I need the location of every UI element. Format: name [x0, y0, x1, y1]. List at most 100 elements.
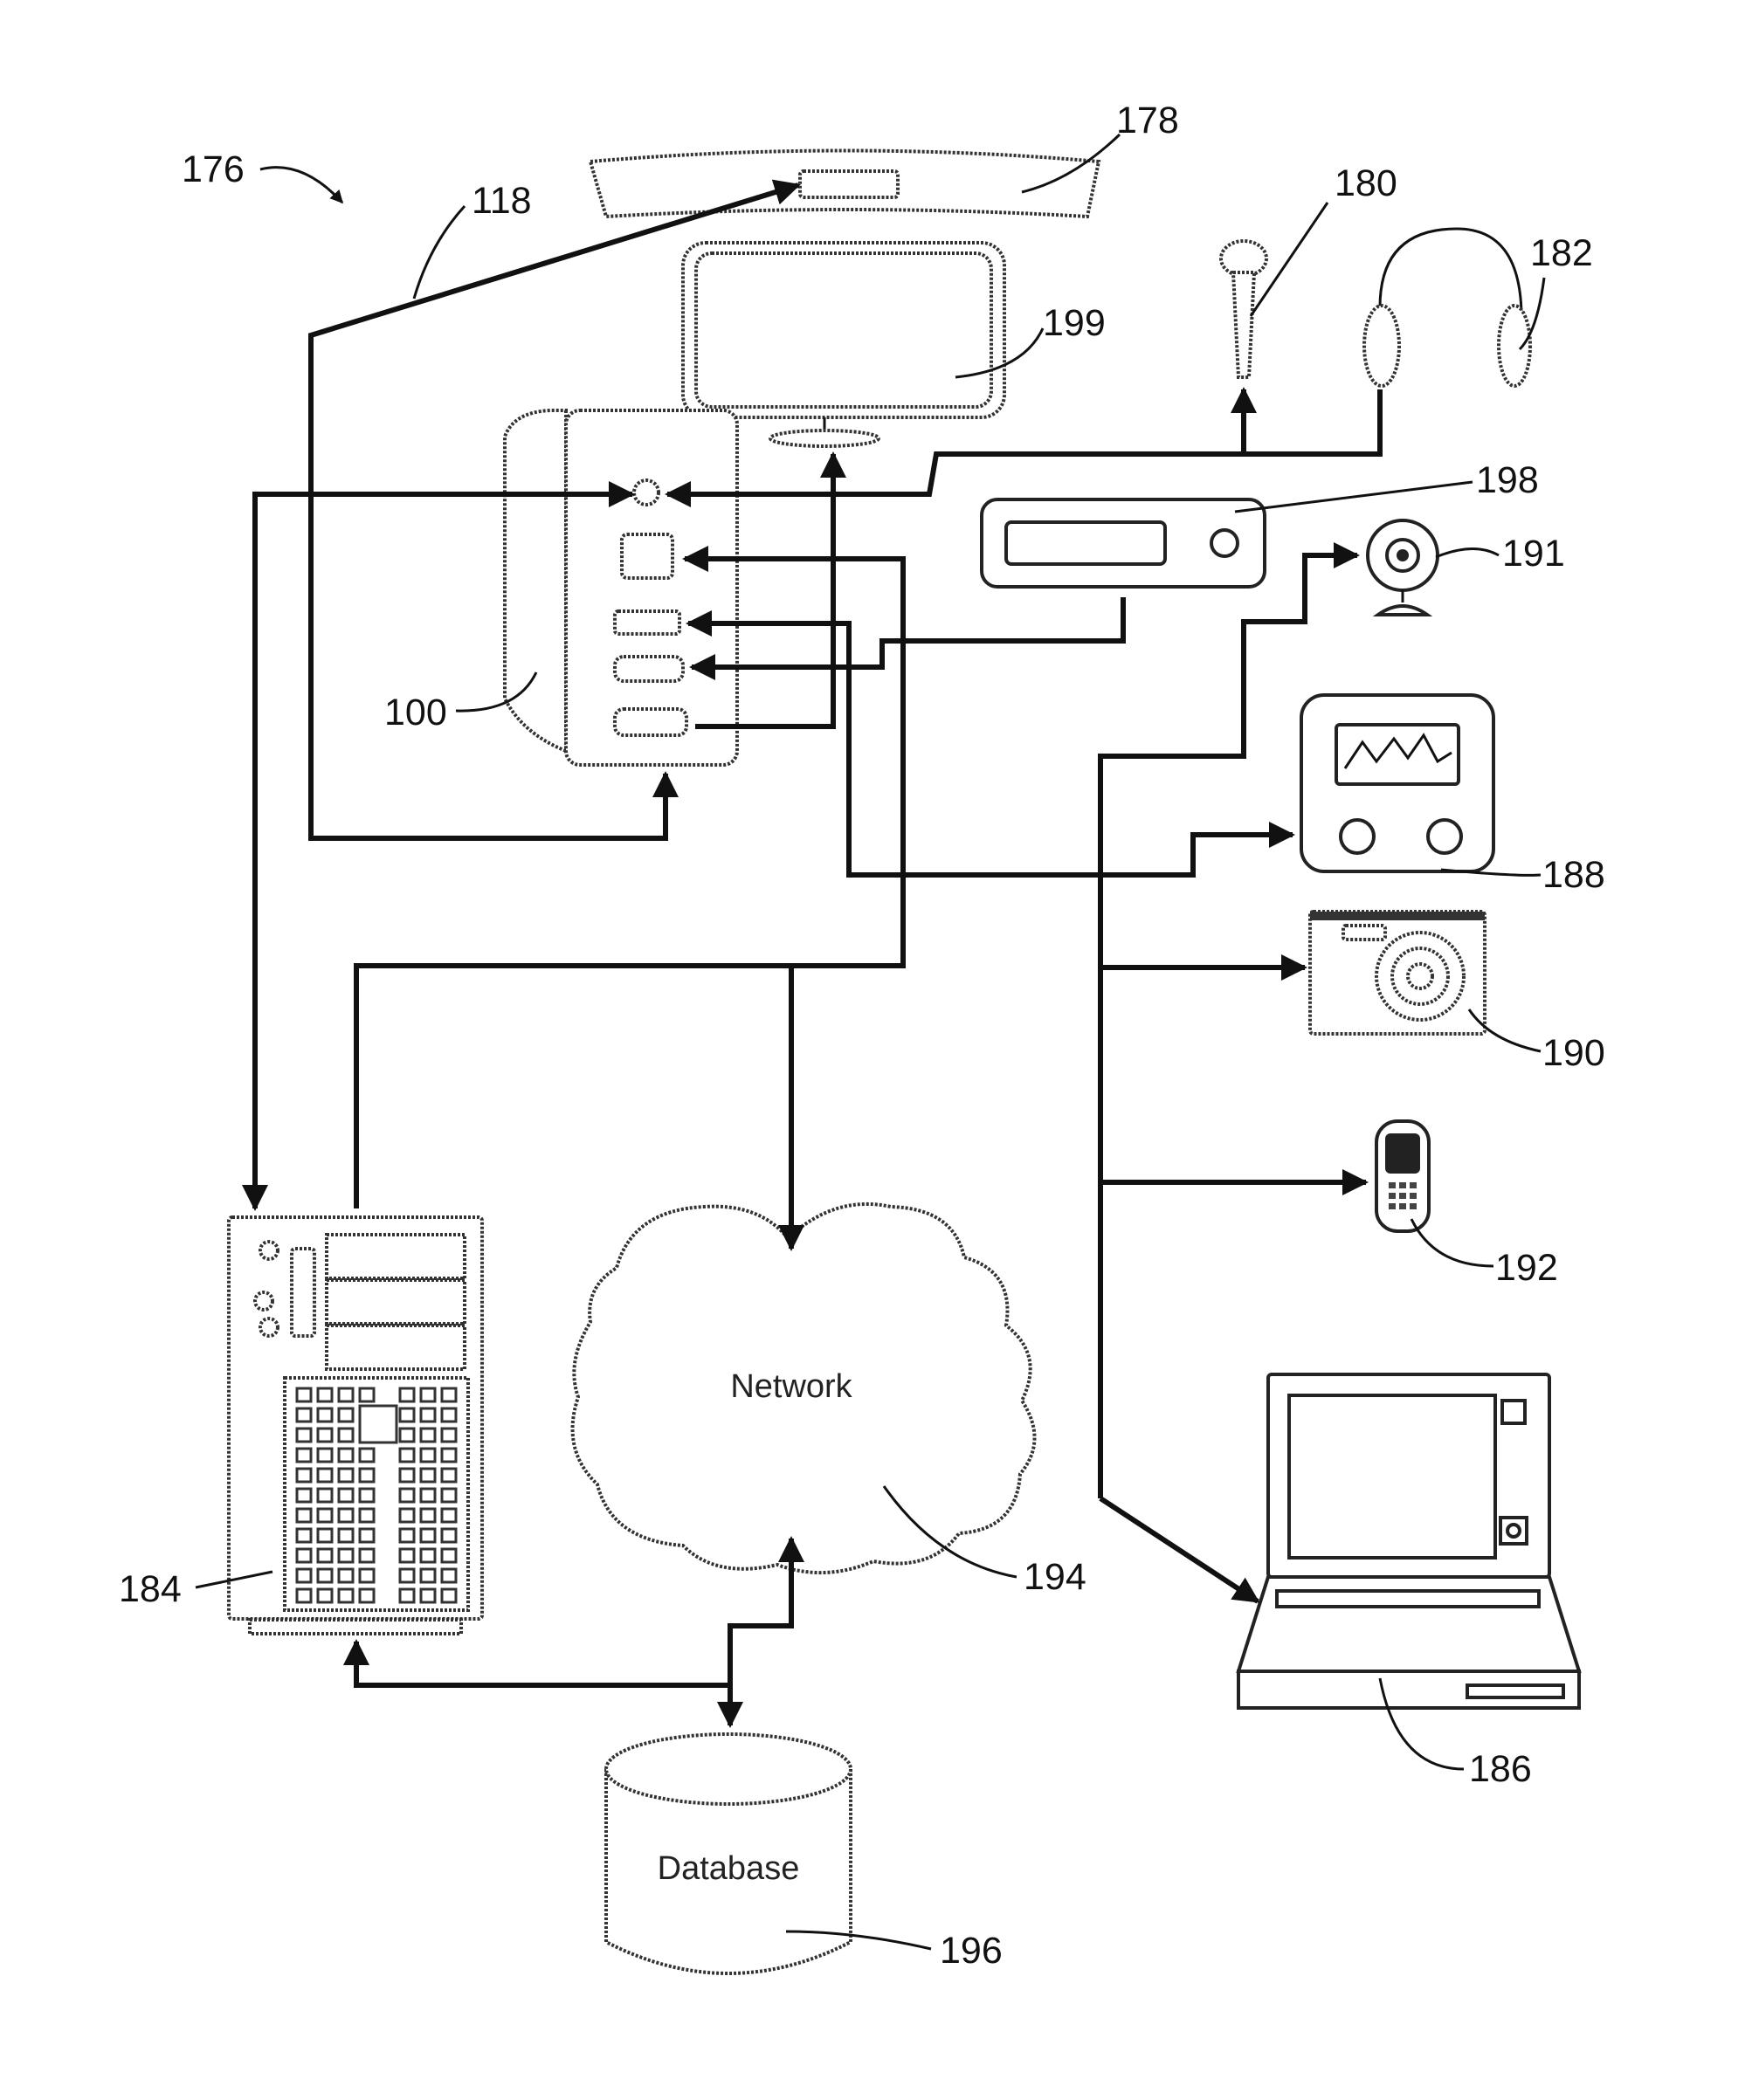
webcam-device [1368, 520, 1438, 615]
network-label: Network [730, 1368, 852, 1405]
server-drive-cell [360, 1589, 374, 1602]
label-186: 186 [1469, 1748, 1532, 1790]
ethernet-port [622, 534, 673, 578]
server-drive-cell [318, 1529, 332, 1542]
database-cylinder: Database [606, 1734, 851, 1973]
server-drive-cell [318, 1469, 332, 1482]
label-190: 190 [1542, 1032, 1605, 1074]
label-196: 196 [940, 1930, 1003, 1972]
server-drive-cell [318, 1549, 332, 1562]
server-drive-cell [442, 1408, 456, 1422]
server-drive-cell [421, 1408, 435, 1422]
label-194: 194 [1024, 1556, 1086, 1598]
server-drive-cell [421, 1549, 435, 1562]
server-drive-cell [400, 1429, 414, 1442]
server-drive-cell [442, 1429, 456, 1442]
server-drive-cell [339, 1529, 353, 1542]
server-drive-cell [421, 1388, 435, 1401]
server-drive-cell [297, 1429, 311, 1442]
server-drive-cell [297, 1549, 311, 1562]
server-drive-cell [442, 1529, 456, 1542]
server-drive-cell [297, 1449, 311, 1462]
phone-device [1376, 1121, 1429, 1231]
server-drive-cell [297, 1529, 311, 1542]
server-drive-cell [442, 1469, 456, 1482]
server-drive-cell [339, 1449, 353, 1462]
server-drive-cell [339, 1429, 353, 1442]
server-drive-cell [400, 1529, 414, 1542]
server-drive-cell [400, 1408, 414, 1422]
hdmi-port-1 [615, 657, 683, 681]
server-drive-cell [360, 1489, 374, 1502]
server-drive-cell [318, 1408, 332, 1422]
label-178: 178 [1116, 100, 1179, 141]
server-drive-cell [400, 1509, 414, 1522]
server-drive-cell [360, 1469, 374, 1482]
server-drive-cell [360, 1449, 374, 1462]
server-drive-cell [297, 1388, 311, 1401]
server-drive-cell [318, 1449, 332, 1462]
server-drive-cell [339, 1569, 353, 1582]
server-drive-cell [421, 1509, 435, 1522]
label-100: 100 [384, 692, 447, 733]
server-drive-cell [297, 1469, 311, 1482]
microphone-device [1221, 241, 1266, 377]
server-drive-cell [339, 1469, 353, 1482]
server-drive-cell [318, 1569, 332, 1582]
server-panel [360, 1406, 397, 1442]
server-drive-cell [442, 1549, 456, 1562]
server-drive-cell [421, 1449, 435, 1462]
server-drive-cell [297, 1489, 311, 1502]
label-199: 199 [1043, 302, 1106, 344]
server-drive-cell [318, 1489, 332, 1502]
server-drive-cell [400, 1388, 414, 1401]
label-184: 184 [119, 1568, 182, 1610]
label-176: 176 [182, 148, 245, 190]
label-191: 191 [1502, 533, 1565, 575]
label-188: 188 [1542, 854, 1605, 896]
server-drive-cell [400, 1489, 414, 1502]
server-drive-cell [421, 1469, 435, 1482]
server-device [229, 1217, 482, 1634]
server-drive-cell [400, 1549, 414, 1562]
server-drive-cell [400, 1569, 414, 1582]
label-198: 198 [1476, 459, 1539, 501]
server-drive-cell [421, 1489, 435, 1502]
server-drive-cell [339, 1388, 353, 1401]
network-cloud: Network [573, 1204, 1035, 1573]
server-drive-cell [442, 1589, 456, 1602]
server-drive-cell [400, 1449, 414, 1462]
server-drive-cell [442, 1388, 456, 1401]
headphones-device [1364, 229, 1530, 386]
server-drive-cell [297, 1408, 311, 1422]
hdmi-port-2 [615, 709, 686, 735]
usb-port [615, 611, 679, 634]
server-drive-cell [442, 1449, 456, 1462]
server-drive-cell [339, 1489, 353, 1502]
label-118: 118 [472, 180, 532, 222]
server-drive-cell [442, 1509, 456, 1522]
label-182: 182 [1530, 232, 1593, 274]
laptop-device [1238, 1374, 1579, 1708]
server-drive-cell [297, 1589, 311, 1602]
audio-jack-port [634, 480, 659, 505]
server-drive-cell [339, 1549, 353, 1562]
server-drive-cell [400, 1589, 414, 1602]
label-180: 180 [1335, 162, 1397, 204]
server-drive-cell [318, 1509, 332, 1522]
server-drive-cell [421, 1529, 435, 1542]
meter-device [1301, 695, 1493, 871]
server-drive-cell [400, 1469, 414, 1482]
server-drive-cell [297, 1509, 311, 1522]
server-drive-cell [318, 1589, 332, 1602]
server-drive-cell [360, 1509, 374, 1522]
server-drive-cell [339, 1589, 353, 1602]
receiver-device [982, 499, 1265, 587]
server-drive-cell [421, 1429, 435, 1442]
server-drive-cell [360, 1569, 374, 1582]
camera-device [1310, 912, 1485, 1034]
server-drive-cell [339, 1408, 353, 1422]
server-drive-cell [421, 1569, 435, 1582]
server-drive-cell [318, 1429, 332, 1442]
